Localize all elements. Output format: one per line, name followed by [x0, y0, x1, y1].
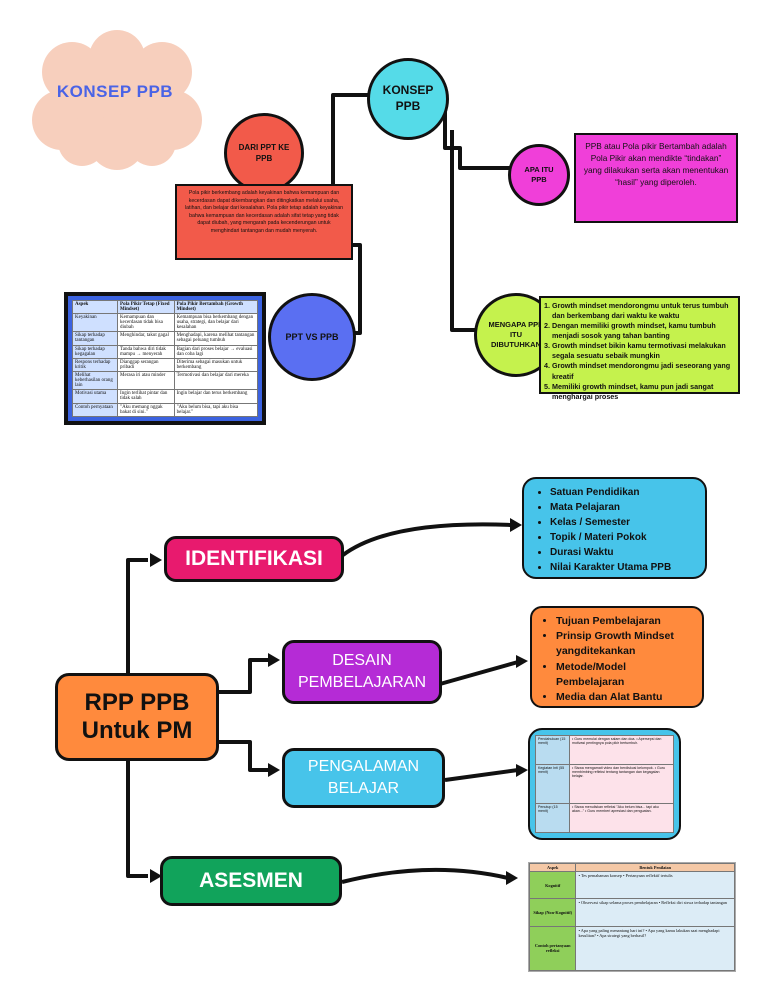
- identifikasi-item: Durasi Waktu: [550, 545, 697, 560]
- table-cell: Dianggap serangan pribadi: [117, 357, 175, 373]
- cloud-shape: [32, 30, 202, 170]
- table-cell: Merasa iri atau minder: [117, 371, 175, 391]
- table-header: Bentuk Penilaian: [575, 863, 735, 872]
- table-cell: Pendahuluan (15 menit): [535, 735, 570, 765]
- mengapa-item: Growth mindset bikin kamu termotivasi me…: [552, 341, 733, 361]
- identifikasi-item: Topik / Materi Pokok: [550, 530, 697, 545]
- table-header: Aspek: [71, 300, 119, 314]
- table-row: Sikap (Non-Kognitif)• Observasi sikap se…: [528, 898, 735, 927]
- konsep-ppb-circle: KONSEP PPB: [367, 58, 449, 140]
- table-cell: Sikap terhadap tantangan: [71, 331, 119, 346]
- identifikasi-node: IDENTIFIKASI: [164, 536, 344, 582]
- apa-itu-description: PPB atau Pola pikir Bertambah adalah Pol…: [574, 133, 738, 223]
- table-cell: Contoh pernyataan: [71, 402, 119, 418]
- table-cell: Motivasi utama: [71, 389, 119, 404]
- table-cell: Melihat keberhasilan orang lain: [71, 371, 119, 391]
- identifikasi-list-box: Satuan PendidikanMata PelajaranKelas / S…: [522, 477, 707, 579]
- identifikasi-item: Mata Pelajaran: [550, 500, 697, 515]
- table-cell: Kemampuan dan kecerdasan tidak bisa diub…: [117, 312, 175, 333]
- pengalaman-table-image: Pendahuluan (15 menit)• Guru memulai den…: [528, 728, 681, 840]
- table-cell: Menghindar, takut gagal: [117, 331, 175, 346]
- asesmen-node: ASESMEN: [160, 856, 342, 906]
- table-cell: Penutup (15 menit): [535, 803, 570, 833]
- table-cell: Sikap terhadap kegagalan: [71, 344, 119, 359]
- table-cell: Contoh pertanyaan refleksi: [528, 925, 577, 972]
- table-cell: Ingin terlihat pintar dan tidak salah: [117, 389, 175, 404]
- mengapa-item: Memiliki growth mindset, kamu pun jadi s…: [552, 382, 733, 402]
- table-cell: Tanda bahwa diri tidak mampu → menyerah: [117, 344, 175, 359]
- table-cell: Respons terhadap kritik: [71, 357, 119, 373]
- identifikasi-item: Satuan Pendidikan: [550, 485, 697, 500]
- table-row: Contoh pertanyaan refleksi• Apa yang pal…: [528, 925, 735, 972]
- mengapa-item: Dengan memiliki growth mindset, kamu tum…: [552, 321, 733, 341]
- table-cell: Termotivasi dan belajar dari mereka: [173, 371, 259, 391]
- table-cell: • Apa yang paling menantang hari ini? • …: [575, 925, 735, 972]
- table-cell: "Aku belum bisa, tapi aku bisa belajar.": [173, 402, 259, 418]
- table-header: Aspek: [528, 863, 577, 872]
- table-cell: Menghadapi, karena melihat tantangan seb…: [173, 331, 259, 346]
- table-cell: • Siswa mengamati video dan berdiskusi k…: [568, 763, 675, 805]
- table-cell: Sikap (Non-Kognitif): [528, 898, 577, 927]
- desain-list: Tujuan PembelajaranPrinsip Growth Mindse…: [540, 614, 694, 705]
- identifikasi-list: Satuan PendidikanMata PelajaranKelas / S…: [534, 485, 697, 575]
- desain-list-box: Tujuan PembelajaranPrinsip Growth Mindse…: [530, 606, 704, 708]
- desain-item: Metode/Model Pembelajaran: [556, 660, 694, 690]
- table-cell: • Observasi sikap selama proses pembelaj…: [575, 898, 735, 927]
- identifikasi-item: Kelas / Semester: [550, 515, 697, 530]
- dari-ppt-circle: DARI PPT KE PPB: [224, 113, 304, 193]
- table-header: Pola Pikir Bertambah (Growth Mindset): [173, 300, 259, 314]
- mengapa-list-box: Growth mindset mendorongmu untuk terus t…: [539, 296, 740, 401]
- mengapa-list: Growth mindset mendorongmu untuk terus t…: [543, 301, 733, 402]
- dari-ppt-description: Pola pikir berkembang adalah keyakinan b…: [175, 184, 353, 260]
- pengalaman-table: Pendahuluan (15 menit)• Guru memulai den…: [535, 735, 675, 833]
- desain-item: Media dan Alat Bantu: [556, 690, 694, 705]
- table-cell: Kognitif: [528, 870, 577, 900]
- ppt-vs-ppb-circle: PPT VS PPB: [268, 293, 356, 381]
- table-row: Kegiatan Inti (55 menit)• Siswa mengamat…: [535, 763, 675, 805]
- table-row: Kognitif• Tes pemahaman konsep • Pertany…: [528, 870, 735, 900]
- table-cell: Diterima sebagai masukan untuk berkemban…: [173, 357, 259, 373]
- desain-item: Tujuan Pembelajaran: [556, 614, 694, 629]
- table-cell: Keyakinan: [71, 312, 119, 333]
- table-row: Pendahuluan (15 menit)• Guru memulai den…: [535, 735, 675, 765]
- rpp-ppb-title: RPP PPB Untuk PM: [55, 673, 219, 761]
- table-cell: Kegiatan Inti (55 menit): [535, 763, 570, 805]
- mengapa-item: Growth mindset mendorongmu untuk terus t…: [552, 301, 733, 321]
- table-header: Pola Pikir Tetap (Fixed Mindset): [117, 300, 175, 314]
- desain-item: Prinsip Growth Mindset yangditekankan: [556, 629, 694, 659]
- cloud-title: KONSEP PPB: [56, 82, 174, 101]
- apa-itu-circle: APA ITU PPB: [508, 144, 570, 206]
- table-cell: Bagian dari proses belajar → evaluasi da…: [173, 344, 259, 359]
- mengapa-item: Growth mindset mendorongmu jadi seseoran…: [552, 361, 733, 381]
- table-cell: • Tes pemahaman konsep • Pertanyaan refl…: [575, 870, 735, 900]
- pengalaman-node: PENGALAMAN BELAJAR: [282, 748, 445, 808]
- table-cell: Kemampuan bisa berkembang dengan usaha, …: [173, 312, 259, 333]
- desain-node: DESAIN PEMBELAJARAN: [282, 640, 442, 704]
- table-cell: Ingin belajar dan terus berkembang: [173, 389, 259, 404]
- table-cell: "Aku memang nggak bakat di sini.": [117, 402, 175, 418]
- table-cell: • Guru memulai dengan salam dan doa. • A…: [568, 735, 675, 765]
- table-row: Contoh pernyataan"Aku memang nggak bakat…: [71, 402, 259, 418]
- identifikasi-item: Nilai Karakter Utama PPB: [550, 560, 697, 575]
- table-row: Penutup (15 menit)• Siswa menuliskan ref…: [535, 803, 675, 833]
- table-cell: • Siswa menuliskan refleksi "Aku belum b…: [568, 803, 675, 833]
